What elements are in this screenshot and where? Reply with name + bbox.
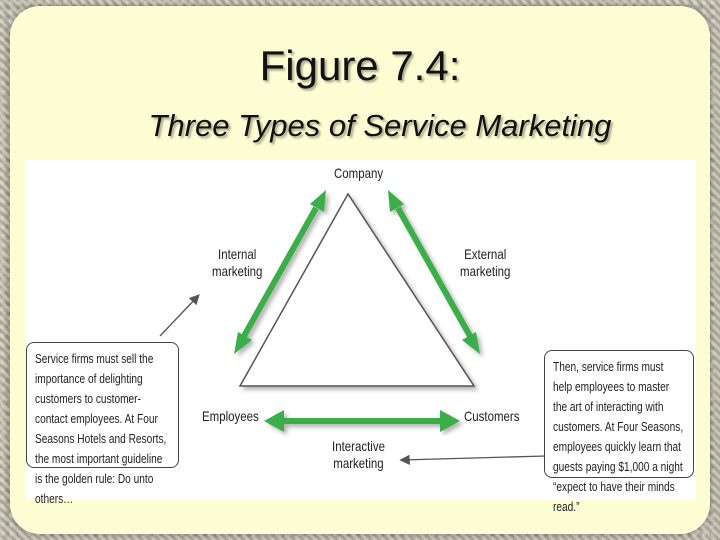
edge-label-internal-line2: marketing [212,263,263,279]
note-left-text: Service firms must sell the importance o… [35,351,167,506]
diagram-canvas [159,190,547,465]
note-right-text: Then, service firms must help employees … [553,359,684,514]
diagram-figure: Company Employees Customers Internal mar… [26,160,696,514]
interactive-marketing-arrow [264,410,460,432]
edge-label-interactive-line1: Interactive [332,438,385,454]
left-note-connector [159,294,200,337]
right-note-connector [399,454,547,465]
external-marketing-arrow [388,190,480,354]
slide-subtitle: Three Types of Service Marketing [148,108,612,143]
edge-label-external-line1: External [464,246,507,262]
note-left: Service firms must sell the importance o… [26,342,179,506]
edge-label-external-line2: marketing [460,263,511,279]
edge-label-interactive: Interactive marketing [332,438,385,472]
note-right: Then, service firms must help employees … [544,350,694,514]
node-company: Company [334,165,384,181]
node-customers: Customers [464,408,520,424]
edge-label-interactive-line2: marketing [333,455,384,471]
node-employees: Employees [202,408,259,424]
edge-label-internal-line1: Internal [218,246,257,262]
slide-title: Figure 7.4: [259,42,461,89]
edge-label-external: External marketing [460,246,510,280]
edge-label-internal: Internal marketing [212,246,262,280]
service-triangle [238,192,476,387]
internal-marketing-arrow [234,190,326,354]
